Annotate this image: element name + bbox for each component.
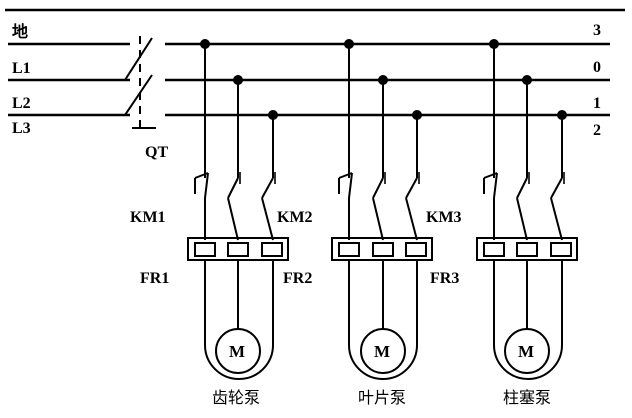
motor-unit-2: KM2 FR2 M 叶片泵 (277, 39, 433, 407)
junction-dot (233, 75, 243, 85)
pump-label: 柱塞泵 (503, 388, 551, 407)
motor-unit-1: KM1 FR1 M 齿轮泵 (130, 39, 289, 407)
contactor-km3 (483, 172, 565, 199)
relay-label: FR3 (430, 270, 459, 287)
line-label-l1: L1 (12, 60, 31, 77)
line-label-l3: L3 (12, 120, 31, 137)
junction-dot (378, 75, 388, 85)
switch-qt-label: QT (145, 144, 168, 161)
contactor-label: KM2 (277, 209, 313, 226)
motor-symbol (504, 328, 550, 374)
motor-symbol (215, 328, 261, 374)
junction-dot (268, 110, 278, 120)
line-number-3: 3 (593, 22, 601, 39)
line-label-earth: 地 (12, 22, 28, 41)
switch-qt-blade-1 (124, 37, 153, 81)
relay-label: FR2 (283, 270, 312, 287)
relay-label: FR1 (140, 270, 169, 287)
pump-label: 齿轮泵 (212, 388, 260, 407)
thermal-relay-fr3 (476, 237, 578, 261)
junction-dot (412, 110, 422, 120)
line-number-0: 0 (593, 59, 601, 76)
motor-label: M (518, 342, 534, 361)
junction-dot (522, 75, 532, 85)
contactor-label: KM1 (130, 209, 166, 226)
motor-label: M (229, 342, 245, 361)
line-number-1: 1 (593, 95, 601, 112)
junction-dot (200, 39, 210, 49)
pump-label: 叶片泵 (358, 388, 406, 407)
junction-dot (489, 39, 499, 49)
thermal-relay-fr2 (331, 237, 433, 261)
contactor-km1 (194, 170, 276, 199)
line-number-2: 2 (593, 122, 601, 139)
contactor-km2 (338, 172, 420, 199)
motor-unit-3: KM3 FR3 M 柱塞泵 (426, 39, 578, 407)
line-label-l2: L2 (12, 95, 31, 112)
switch-qt-blade-2 (124, 74, 153, 116)
contactor-label: KM3 (426, 209, 462, 226)
junction-dot (557, 110, 567, 120)
motor-symbol (360, 328, 406, 374)
motor-label: M (374, 342, 390, 361)
thermal-relay-fr1 (187, 237, 289, 261)
junction-dot (344, 39, 354, 49)
